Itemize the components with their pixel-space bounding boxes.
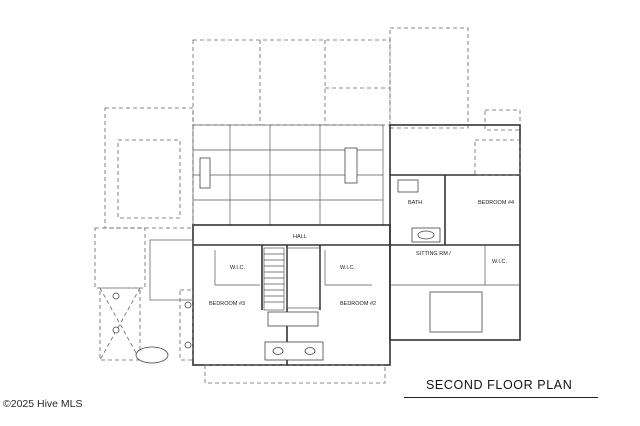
label-wic-mid: W.I.C. [340,265,355,271]
label-sitting-room: SITTING RM / [416,251,451,257]
right-wing [389,124,521,341]
plan-title: SECOND FLOOR PLAN [426,378,573,392]
label-wic-right: W.I.C. [492,259,507,265]
label-wic-left: W.I.C. [230,265,245,271]
left-wing [112,239,194,364]
title-underline [404,397,598,398]
label-bath: BATH [408,200,422,206]
label-bedroom3: BEDROOM #3 [209,301,245,307]
mls-watermark: ©2025 Hive MLS [3,398,83,410]
label-bedroom4: BEDROOM #4 [478,200,514,206]
stairs [263,247,285,311]
open-area [192,124,384,226]
label-hall: HALL [293,234,307,240]
label-bedroom2: BEDROOM #2 [340,301,376,307]
